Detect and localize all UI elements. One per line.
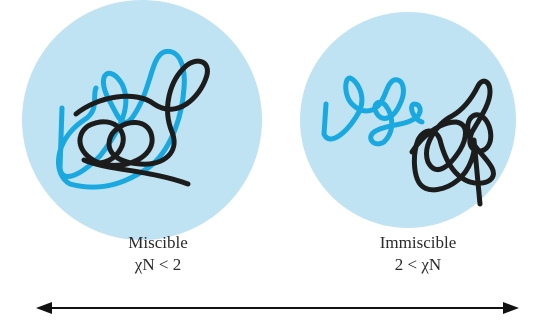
immiscible-panel (300, 12, 516, 228)
immiscible-condition: 2 < χN (394, 255, 442, 274)
miscible-circle (22, 0, 262, 240)
immiscible-label: Immiscible 2 < χN (338, 232, 498, 276)
arrow-head-right (503, 302, 519, 314)
arrow-head-left (36, 302, 52, 314)
immiscible-blue-chain (321, 75, 425, 147)
miscible-label: Miscible χN < 2 (78, 232, 238, 276)
miscible-blue-chain (56, 48, 187, 190)
immiscible-black-chain (409, 78, 496, 207)
miscible-condition: χN < 2 (134, 255, 182, 274)
miscible-panel (22, 0, 262, 240)
immiscible-title: Immiscible (379, 233, 457, 252)
miscible-title: Miscible (128, 233, 188, 252)
miscibility-scale-arrow (36, 302, 519, 314)
miscible-black-chain (73, 58, 210, 187)
